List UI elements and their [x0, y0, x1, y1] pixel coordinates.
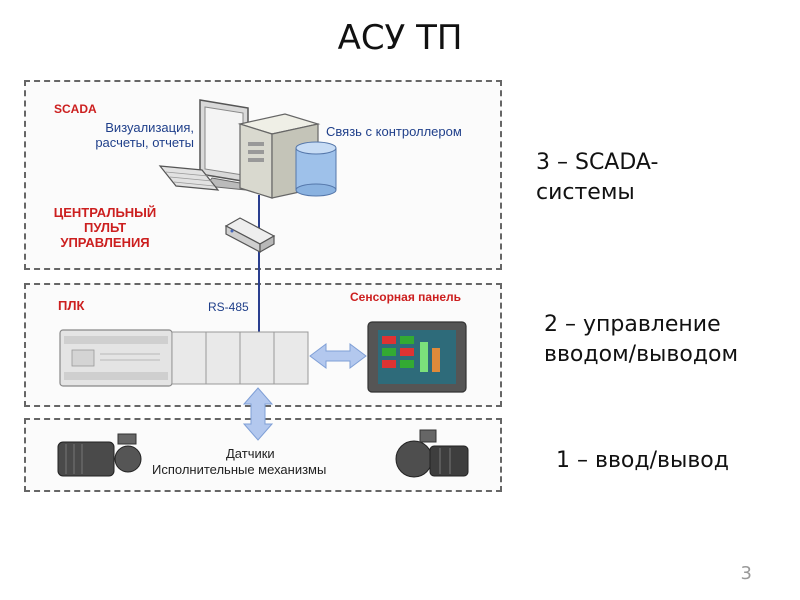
- level-3-line1: 3 – SCADA-: [536, 150, 659, 175]
- keyboard-icon: [158, 165, 220, 191]
- double-arrow-vertical-icon: [242, 387, 274, 441]
- page-number: 3: [740, 563, 752, 584]
- rs485-label: RS-485: [208, 300, 249, 314]
- touch-panel-icon: [367, 321, 467, 393]
- database-icon: [295, 141, 337, 197]
- central-control-line2: ПУЛЬТ: [83, 220, 127, 235]
- touch-panel-label: Сенсорная панель: [350, 290, 462, 304]
- level-2-line1: 2 – управление: [544, 312, 721, 337]
- pump-icon: [395, 429, 469, 478]
- central-control-line3: УПРАВЛЕНИЯ: [60, 235, 150, 250]
- actuators-label: Исполнительные механизмы: [152, 462, 327, 477]
- controller-link-label: Связь с контроллером: [326, 124, 462, 139]
- central-control-label: ЦЕНТРАЛЬНЫЙ ПУЛЬТ УПРАВЛЕНИЯ: [40, 205, 170, 250]
- level-3-line2: системы: [536, 180, 635, 205]
- io-module-icon: [171, 331, 309, 385]
- scada-description: Визуализация, расчеты, отчеты: [84, 120, 194, 150]
- plc-unit-icon: [59, 329, 173, 387]
- motor-icon: [57, 433, 142, 477]
- plc-label: ПЛК: [58, 298, 85, 313]
- level-2-line2: вводом/выводом: [544, 342, 739, 367]
- sensors-label: Датчики: [226, 446, 275, 461]
- scada-title: SCADA: [54, 102, 97, 116]
- level-1-description: 1 – ввод/вывод: [556, 448, 729, 473]
- slide-title: АСУ ТП: [337, 18, 463, 58]
- level-3-description: 3 – SCADA- системы: [536, 148, 658, 208]
- double-arrow-horizontal-icon: [309, 343, 367, 369]
- scada-description-line1: Визуализация,: [105, 120, 194, 135]
- central-control-line1: ЦЕНТРАЛЬНЫЙ: [53, 205, 157, 220]
- scada-description-line2: расчеты, отчеты: [95, 135, 194, 150]
- level-2-description: 2 – управление вводом/выводом: [544, 310, 738, 370]
- network-switch-icon: [224, 217, 276, 254]
